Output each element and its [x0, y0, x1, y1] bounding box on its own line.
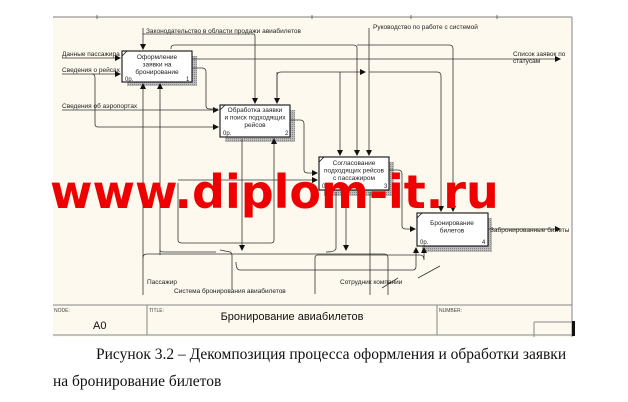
- box-3-label-line-1: Согласование: [333, 160, 376, 167]
- input-arrows: [62, 55, 416, 232]
- mechanism-labels: Пассажир Система бронирования авиабилето…: [147, 279, 403, 295]
- output-labels: Список заявок по статусам Забронированны…: [490, 51, 570, 234]
- process-box-3[interactable]: Согласование подходящих рейсов с пассажи…: [318, 156, 390, 191]
- output-label-request-list-line2: статусам: [513, 58, 541, 65]
- box-1-label-line-3: бронирование: [135, 68, 179, 76]
- watermark-text: www.diplom-it.ru: [50, 165, 499, 219]
- control-labels: Законодательство в области продажи авиаб…: [146, 23, 478, 35]
- node-value: A0: [93, 320, 106, 332]
- box-4-label-line-1: Бронирование: [430, 220, 474, 227]
- box-2-label-line-2: и поиск подходящих: [224, 115, 286, 122]
- figure-caption-line-1: Рисунок 3.2 – Декомпозиция процесса офор…: [96, 346, 567, 363]
- box-3-cost: 0р.: [322, 184, 331, 190]
- box-4-number: 4: [482, 240, 486, 246]
- box-1-label-line-1: Оформление: [137, 54, 178, 61]
- box-4-label-line-2: билетов: [440, 227, 465, 235]
- input-label-airport-info: Сведения об аэропортах: [62, 102, 138, 110]
- mechanism-label-passenger: Пассажир: [147, 279, 177, 286]
- title-header: TITLE:: [149, 308, 164, 314]
- process-box-4[interactable]: Бронирование билетов 0р. 4: [416, 212, 489, 247]
- box-3-label-line-3: с пассажиром: [333, 175, 376, 182]
- number-header: NUMBER:: [439, 308, 462, 314]
- box-2-number: 2: [285, 131, 289, 137]
- process-box-2[interactable]: Обработка заявки и поиск подходящих рейс…: [219, 104, 291, 138]
- control-label-legislation: Законодательство в области продажи авиаб…: [146, 27, 301, 35]
- node-header: NODE:: [54, 308, 70, 314]
- input-labels: Данные пассажира Сведения о рейсах Сведе…: [62, 51, 138, 110]
- mechanism-label-employee: Сотрудник компании: [340, 279, 403, 286]
- input-label-passenger-data: Данные пассажира: [62, 51, 120, 58]
- diagram-footer: NODE: A0 TITLE: Бронирование авиабилетов…: [53, 304, 575, 337]
- output-label-booked-tickets: Забронированные билеты: [490, 226, 570, 234]
- box-1-cost: 0р.: [125, 77, 134, 83]
- box-3-number: 3: [384, 184, 388, 190]
- box-3-label-line-2: подходящих рейсов: [324, 167, 385, 175]
- mechanism-arrows: [140, 83, 441, 295]
- figure-caption-line-2: на бронирование билетов: [53, 373, 222, 390]
- input-label-flight-info: Сведения о рейсах: [62, 66, 121, 74]
- mechanism-label-booking-system: Система бронирования авиабилетов: [174, 287, 286, 295]
- box-2-cost: 0р.: [223, 131, 232, 137]
- control-arrows: [140, 28, 456, 212]
- box-2-label-line-3: рейсов: [244, 121, 266, 129]
- box-2-label-line-1: Обработка заявки: [228, 106, 283, 114]
- idef0-diagram: Оформление заявки на бронирование 0р. 1 …: [50, 15, 575, 337]
- output-arrows: [192, 56, 561, 232]
- process-box-1[interactable]: Оформление заявки на бронирование 0р. 1: [121, 50, 193, 83]
- control-label-system-guide: Руководство по работе с системой: [373, 23, 478, 31]
- box-1-number: 1: [186, 77, 190, 83]
- box-4-cost: 0р.: [420, 240, 429, 246]
- diagram-title: Бронирование авиабилетов: [221, 311, 364, 323]
- output-label-request-list-line1: Список заявок по: [513, 51, 566, 58]
- box-1-label-line-2: заявки на: [142, 62, 171, 69]
